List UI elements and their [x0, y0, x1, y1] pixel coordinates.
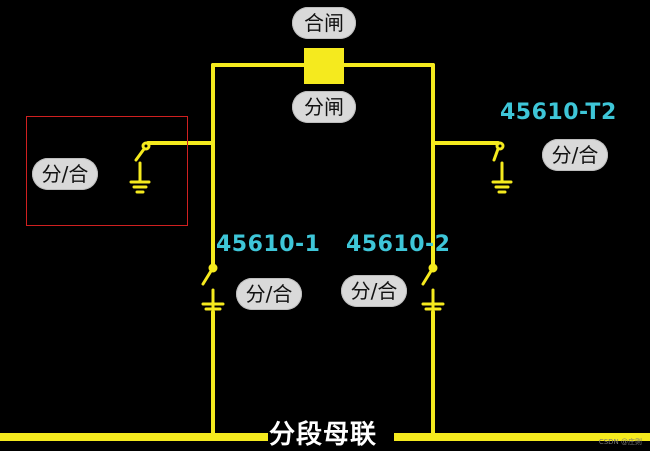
- bus-label: 分段母联: [269, 420, 378, 450]
- s2-device-label: 45610-2: [346, 232, 451, 257]
- s2-toggle-button[interactable]: 分/合: [341, 275, 407, 307]
- t2-device-label: 45610-T2: [500, 100, 617, 125]
- left-ground-toggle-button[interactable]: 分/合: [32, 158, 98, 190]
- selection-highlight-box: [26, 116, 188, 226]
- bus-bar-left: [0, 433, 268, 441]
- left-ground-switch-icon: [129, 141, 151, 194]
- breaker-close-button[interactable]: 合闸: [292, 7, 356, 39]
- disconnector-45610-1-icon: [201, 263, 225, 312]
- bus-bar-right: [394, 433, 650, 441]
- disconnector-45610-2-icon: [421, 263, 445, 312]
- s1-toggle-button[interactable]: 分/合: [236, 278, 302, 310]
- breaker-open-button[interactable]: 分闸: [292, 91, 356, 123]
- circuit-breaker-icon: [304, 48, 344, 84]
- s1-device-label: 45610-1: [216, 232, 321, 257]
- t2-ground-switch-icon: [491, 141, 513, 194]
- watermark: CSDN @庄则: [598, 438, 642, 446]
- t2-toggle-button[interactable]: 分/合: [542, 139, 608, 171]
